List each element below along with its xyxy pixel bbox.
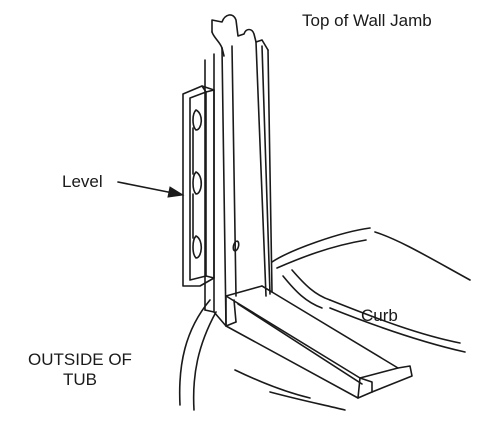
label-curb: Curb [361,306,398,325]
level-tool [182,85,215,287]
curb-channel [225,285,413,399]
tub-outline [178,227,471,411]
label-level: Level [62,172,103,191]
label-top-of-wall-jamb: Top of Wall Jamb [302,11,432,30]
level-arrow [117,181,179,195]
label-outside-of-tub-line1: OUTSIDE OF [28,350,132,369]
wall-jamb [204,14,273,327]
level-arrowhead [167,186,185,198]
label-outside-of-tub-line2: TUB [63,370,97,389]
label-outside-of-tub: OUTSIDE OF TUB [5,350,155,390]
